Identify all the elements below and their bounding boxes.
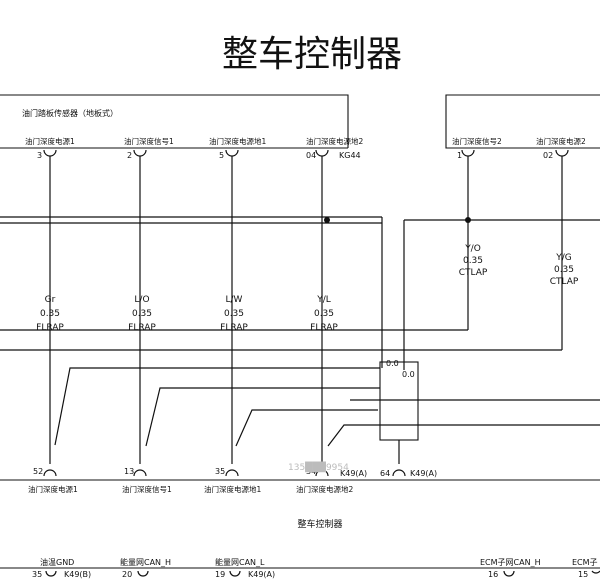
top-pin-name: 油门深度电源地1 [209, 136, 266, 146]
controller-pin-number: 52 [33, 467, 43, 476]
wire-type: FLRAP [128, 323, 156, 333]
wire-color: Gr [45, 295, 56, 305]
top-pin-number: 04 [306, 151, 316, 160]
wire-type: CTLAP [550, 277, 579, 287]
pin-terminal [133, 149, 147, 157]
wire-gauge: 0.35 [224, 309, 244, 319]
controller-terminal [133, 469, 147, 477]
bottom-pin-number: 35 [32, 570, 42, 579]
wire-junction [465, 217, 471, 223]
right-pin-name: 油门深度电源2 [536, 136, 586, 146]
controller-terminal [315, 469, 329, 477]
top-pin-number: 2 [127, 151, 132, 160]
controller-pin-number: 64 [380, 469, 390, 478]
top-pin-name: 油门深度信号1 [124, 136, 174, 146]
bottom-pin-name: 能量网CAN_L [215, 557, 265, 567]
controller-connector-id: K49(A) [340, 469, 367, 478]
bottom-pin-name: ECM子 [572, 558, 598, 567]
wire-type: CTLAP [459, 268, 488, 278]
bottom-terminal [591, 570, 600, 574]
controller-terminal [392, 469, 406, 477]
bottom-pin-number: 19 [215, 570, 225, 579]
wire-color: L/O [134, 295, 149, 305]
controller-connector-id: K49(A) [410, 469, 437, 478]
top-pin-number: 5 [219, 151, 224, 160]
shield-label: 0.0 [386, 359, 399, 368]
bottom-terminal [503, 570, 515, 577]
bottom-terminal [45, 570, 57, 577]
bottom-pin-name: ECM子网CAN_H [480, 558, 541, 567]
top-connector-box [0, 94, 349, 149]
page-title: 整车控制器 [222, 34, 402, 75]
controller-pin-number: 13 [124, 467, 134, 476]
right-pin-number: 1 [457, 151, 462, 160]
controller-pin-number: 35 [215, 467, 225, 476]
bottom-pin-number: 15 [578, 570, 588, 579]
right-pin-name: 油门深度信号2 [452, 136, 502, 146]
wire-gauge: 0.35 [463, 256, 483, 266]
controller-terminal [225, 469, 239, 477]
wire-gauge: 0.35 [314, 309, 334, 319]
wire-type: FLRAP [36, 323, 64, 333]
wire-color: Y/O [464, 244, 481, 254]
bottom-pin-name: 能量网CAN_H [120, 557, 171, 567]
wire-gauge: 0.35 [132, 309, 152, 319]
controller-pin-number: 34 [306, 467, 316, 476]
right-connector-box [445, 94, 600, 149]
wire-type: FLRAP [220, 323, 248, 333]
right-pin-number: 02 [543, 151, 553, 160]
top-pin-name: 油门深度电源地2 [306, 136, 363, 146]
controller-pin-name: 油门深度电源地2 [296, 484, 353, 494]
pin-terminal [461, 149, 475, 157]
pin-terminal [315, 149, 329, 157]
top-pin-number: 3 [37, 151, 42, 160]
bottom-connector-id: K49(A) [248, 570, 275, 579]
wire-type: FLRAP [310, 323, 338, 333]
watermark-text: 135███9954 [288, 461, 349, 473]
bottom-connector-id: K49(B) [64, 570, 91, 579]
wire-color: L/W [226, 295, 243, 305]
top-connector-id: KG44 [339, 151, 361, 160]
pin-terminal [43, 149, 57, 157]
bottom-pin-number: 20 [122, 570, 132, 579]
bottom-terminal [229, 570, 241, 577]
bottom-pin-number: 16 [488, 570, 498, 579]
top-pin-name: 油门深度电源1 [25, 136, 75, 146]
pin-terminal [555, 149, 569, 157]
wire-color: Y/L [316, 295, 331, 305]
shield-label: 0.0 [402, 370, 415, 379]
pin-terminal [225, 149, 239, 157]
controller-pin-name: 油门深度电源1 [28, 484, 78, 494]
wire-junction [324, 217, 330, 223]
controller-terminal [43, 469, 57, 477]
controller-pin-name: 油门深度信号1 [122, 484, 172, 494]
bottom-terminal [137, 570, 149, 577]
wire-gauge: 0.35 [554, 265, 574, 275]
wire-color: Y/G [555, 253, 572, 263]
controller-label: 整车控制器 [297, 518, 342, 530]
wire-gauge: 0.35 [40, 309, 60, 319]
bottom-pin-name: 油温GND [40, 557, 74, 567]
top-connector-label: 油门踏板传感器（地板式） [22, 108, 118, 118]
controller-pin-name: 油门深度电源地1 [204, 484, 261, 494]
